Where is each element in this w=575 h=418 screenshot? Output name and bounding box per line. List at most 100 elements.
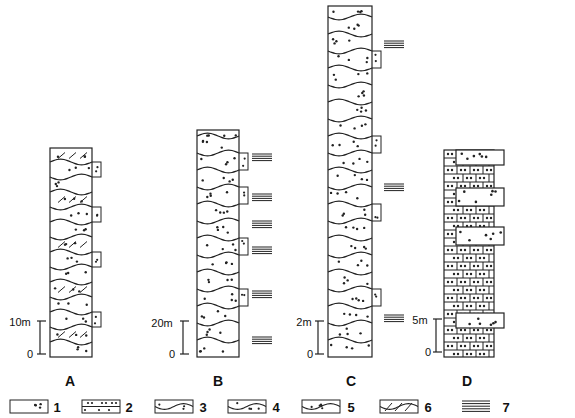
bed-boundary: [197, 303, 239, 309]
grain-dot: [459, 231, 462, 234]
grain-dot: [447, 313, 449, 315]
grain-dot: [374, 293, 376, 295]
bed-boundary: [50, 324, 92, 330]
bed-boundary: [328, 269, 372, 275]
column-outline: [197, 130, 239, 357]
grain-dot: [490, 217, 492, 219]
grain-dot: [451, 297, 453, 299]
grain-dot: [453, 257, 455, 259]
grain-dot: [490, 169, 492, 171]
grain-dot: [366, 161, 368, 163]
scale-bar: [315, 321, 324, 354]
grain-dot: [366, 315, 368, 317]
brick-joint: [476, 270, 477, 278]
grain-dot: [366, 57, 368, 59]
grain-dot: [66, 257, 68, 259]
grain-dot: [460, 297, 462, 299]
grain-dot: [490, 194, 493, 197]
grain-dot: [479, 289, 481, 291]
grain-dot: [332, 144, 334, 146]
bed-boundary: [50, 339, 92, 345]
grain-dot: [447, 201, 449, 203]
grain-dot: [479, 337, 481, 339]
legend-sample: [462, 401, 490, 411]
label-holder: A: [65, 372, 75, 390]
grain-dot: [217, 310, 219, 312]
bed-boundary: [50, 234, 92, 240]
grain-dot: [464, 249, 466, 251]
grain-dot: [217, 229, 219, 231]
grain-dot: [85, 350, 87, 352]
bed-boundary: [50, 174, 92, 180]
bed-boundary: [50, 219, 92, 225]
bed-boundary: [50, 279, 92, 285]
grain-dot: [231, 293, 233, 295]
bed-boundary: [197, 235, 239, 241]
bed-line: [444, 254, 494, 255]
bed-boundary: [50, 309, 92, 315]
grain-dot: [200, 350, 202, 352]
grain-dot: [356, 109, 358, 111]
grain-dot: [486, 249, 488, 251]
grain-dot: [457, 273, 459, 275]
grain-dot: [64, 243, 66, 245]
bed-line: [444, 246, 494, 247]
grain-dot: [250, 408, 252, 410]
grain-dot: [219, 211, 221, 213]
cross-bedding: [58, 287, 65, 293]
bed-boundary: [328, 14, 372, 20]
cross-bedding: [58, 197, 65, 203]
grain-dot: [231, 279, 233, 281]
grain-dot: [341, 214, 343, 216]
grain-dot: [355, 297, 357, 299]
grain-dot: [332, 38, 334, 40]
grain-dot: [470, 257, 472, 259]
grain-dot: [352, 226, 354, 228]
bed-boundary: [328, 116, 372, 122]
label-holder: 5m: [412, 310, 427, 328]
grain-dot: [466, 337, 468, 339]
brick-joint: [463, 302, 464, 310]
grain-dot: [77, 346, 79, 348]
grain-dot: [470, 353, 472, 355]
grain-dot: [447, 281, 449, 283]
brick-joint: [489, 174, 490, 182]
grain-dot: [361, 178, 363, 180]
grain-dot: [96, 259, 98, 261]
grain-dot: [233, 157, 235, 159]
grain-dot: [348, 59, 350, 61]
grain-dot: [473, 265, 475, 267]
bed-boundary: [328, 201, 372, 207]
grain-dot: [366, 72, 368, 74]
grain-dot: [335, 40, 337, 42]
grain-dot: [226, 191, 228, 193]
label-holder: D: [462, 372, 472, 390]
cross-bedding: [69, 197, 76, 203]
grain-dot: [226, 279, 228, 281]
cross-bedding: [58, 153, 65, 159]
grain-dot: [88, 167, 90, 169]
grain-dot: [499, 231, 502, 234]
grain-dot: [356, 197, 358, 199]
grain-dot: [241, 240, 243, 242]
grain-dot: [477, 297, 479, 299]
grain-dot: [453, 241, 455, 243]
grain-dot: [343, 282, 345, 284]
grain-dot: [333, 42, 335, 44]
grain-dot: [348, 26, 350, 28]
grain-dot: [206, 331, 208, 333]
grain-dot: [447, 185, 449, 187]
label-holder: B: [213, 372, 223, 390]
grain-dot: [361, 124, 363, 126]
grain-dot: [363, 209, 365, 211]
bed-boundary: [50, 159, 92, 165]
bed-boundary: [197, 286, 239, 292]
grain-dot: [447, 345, 449, 347]
grain-dot: [222, 350, 224, 352]
grain-dot: [358, 299, 360, 301]
grain-dot: [356, 24, 358, 26]
grain-dot: [321, 407, 323, 409]
grain-dot: [486, 265, 488, 267]
scale-label: 5m: [412, 314, 427, 326]
grain-dot: [375, 295, 377, 297]
